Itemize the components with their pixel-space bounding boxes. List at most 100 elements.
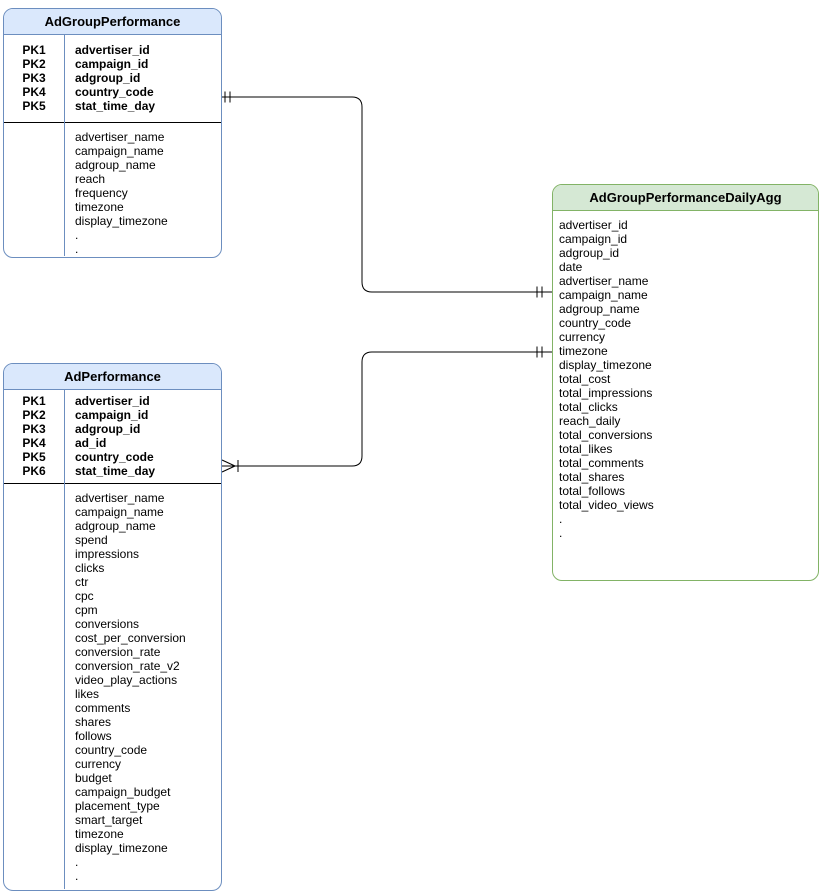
attribute-name: impressions	[75, 547, 140, 561]
attribute-row: clicks	[4, 561, 221, 575]
cardinality-one-and-only-one-icon	[536, 346, 543, 358]
pk-field-name: advertiser_id	[75, 394, 150, 408]
attribute-name: advertiser_name	[75, 491, 165, 505]
pk-row: PK6 stat_time_day	[4, 464, 221, 478]
pk-field-name: ad_id	[75, 436, 107, 450]
attribute-row: spend	[4, 533, 221, 547]
attribute-name: ctr	[75, 575, 89, 589]
attribute-name: cpm	[75, 603, 98, 617]
attribute-name: country_code	[75, 743, 148, 757]
attribute-row: conversions	[4, 617, 221, 631]
pk-label: PK5	[22, 99, 46, 113]
attribute-row: total_shares	[553, 470, 818, 484]
pk-field-name: campaign_id	[75, 408, 149, 422]
attribute-name: total_comments	[559, 456, 644, 470]
entity-body: PK1 advertiser_id PK2 campaign_id PK3 ad…	[4, 390, 221, 889]
attribute-name: timezone	[75, 827, 124, 841]
attribute-name: advertiser_name	[75, 130, 165, 144]
pk-label: PK6	[22, 464, 46, 478]
relationship-line	[222, 96, 552, 293]
attribute-name: reach_daily	[559, 414, 621, 428]
attribute-row: campaign_name	[4, 505, 221, 519]
attribute-name: adgroup_name	[75, 158, 156, 172]
pk-field-name: stat_time_day	[75, 464, 156, 478]
pk-label: PK1	[22, 43, 46, 57]
attribute-section: advertiser_name campaign_name adgroup_na…	[4, 483, 221, 883]
pk-row: PK1 advertiser_id	[4, 394, 221, 408]
attribute-row: campaign_id	[553, 232, 818, 246]
attribute-name: spend	[75, 533, 108, 547]
attribute-row: adgroup_name	[4, 519, 221, 533]
attribute-name: cost_per_conversion	[75, 631, 186, 645]
attribute-row: total_clicks	[553, 400, 818, 414]
primary-key-section: PK1 advertiser_id PK2 campaign_id PK3 ad…	[4, 390, 221, 483]
attribute-name: display_timezone	[75, 841, 168, 855]
attribute-row: currency	[553, 330, 818, 344]
attribute-row: video_play_actions	[4, 673, 221, 687]
attribute-name: .	[75, 228, 79, 242]
pk-row: PK4 country_code	[4, 85, 221, 99]
pk-row: PK3 adgroup_id	[4, 71, 221, 85]
attribute-row: country_code	[553, 316, 818, 330]
pk-label: PK4	[22, 85, 46, 99]
entity-body: PK1 advertiser_id PK2 campaign_id PK3 ad…	[4, 35, 221, 256]
attribute-name: follows	[75, 729, 112, 743]
attribute-name: total_clicks	[559, 400, 618, 414]
attribute-row: .	[553, 512, 818, 526]
attribute-name: date	[559, 260, 583, 274]
attribute-row: timezone	[4, 827, 221, 841]
attribute-name: total_impressions	[559, 386, 653, 400]
entity-adgroupperformance: AdGroupPerformance PK1 advertiser_id PK2…	[3, 8, 222, 258]
attribute-row: total_cost	[553, 372, 818, 386]
pk-row: PK3 adgroup_id	[4, 422, 221, 436]
attribute-row: .	[4, 242, 221, 256]
entity-title: AdGroupPerformanceDailyAgg	[553, 185, 818, 211]
attribute-name: adgroup_id	[559, 246, 620, 260]
attribute-row: conversion_rate	[4, 645, 221, 659]
attribute-name: budget	[75, 771, 112, 785]
attribute-name: conversion_rate	[75, 645, 161, 659]
pk-row: PK4 ad_id	[4, 436, 221, 450]
attribute-name: total_likes	[559, 442, 613, 456]
entity-title: AdGroupPerformance	[4, 9, 221, 35]
attribute-name: frequency	[75, 186, 128, 200]
pk-label: PK2	[22, 408, 46, 422]
attribute-row: likes	[4, 687, 221, 701]
relationship-adperformance-to-dailyagg	[221, 346, 552, 473]
attribute-row: follows	[4, 729, 221, 743]
attribute-name: campaign_name	[75, 505, 164, 519]
attribute-name: currency	[75, 757, 122, 771]
attribute-row: timezone	[4, 200, 221, 214]
attribute-row: advertiser_name	[553, 274, 818, 288]
pk-field-name: campaign_id	[75, 57, 149, 71]
attribute-name: campaign_id	[559, 232, 628, 246]
attribute-row: reach_daily	[553, 414, 818, 428]
pk-row: PK5 country_code	[4, 450, 221, 464]
attribute-row: cost_per_conversion	[4, 631, 221, 645]
attribute-row: campaign_name	[4, 144, 221, 158]
attribute-row: placement_type	[4, 799, 221, 813]
pk-label: PK5	[22, 450, 46, 464]
attribute-row: shares	[4, 715, 221, 729]
attribute-name: likes	[75, 687, 100, 701]
entity-adgroupperformancedailyagg: AdGroupPerformanceDailyAgg advertiser_id…	[552, 184, 819, 581]
attribute-row: budget	[4, 771, 221, 785]
pk-field-name: country_code	[75, 85, 154, 99]
attribute-row: display_timezone	[553, 358, 818, 372]
attribute-row: conversion_rate_v2	[4, 659, 221, 673]
attribute-row: adgroup_id	[553, 246, 818, 260]
entity-body: advertiser_id campaign_id adgroup_id dat…	[553, 211, 818, 579]
attribute-name: timezone	[559, 344, 608, 358]
entity-title: AdPerformance	[4, 364, 221, 390]
pk-field-name: advertiser_id	[75, 43, 150, 57]
attribute-row: frequency	[4, 186, 221, 200]
attribute-row: advertiser_id	[553, 218, 818, 232]
pk-label: PK3	[22, 422, 46, 436]
attribute-name: advertiser_name	[559, 274, 649, 288]
attribute-name: total_conversions	[559, 428, 653, 442]
attribute-row: total_likes	[553, 442, 818, 456]
entity-adperformance: AdPerformance PK1 advertiser_id PK2 camp…	[3, 363, 222, 891]
attribute-name: clicks	[75, 561, 105, 575]
attribute-name: smart_target	[75, 813, 143, 827]
attribute-row: display_timezone	[4, 841, 221, 855]
